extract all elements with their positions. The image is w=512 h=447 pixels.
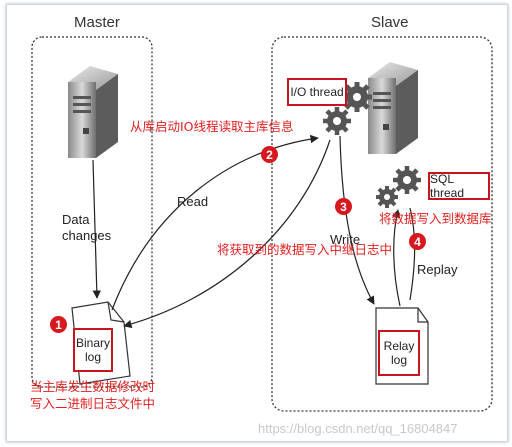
- step-badge-3: 3: [335, 198, 352, 215]
- return-arrow: [123, 139, 331, 329]
- read-arrow: [111, 134, 319, 311]
- replay-return-arrow: [409, 207, 416, 301]
- replay-label: Replay: [417, 262, 458, 277]
- relay-log-label-line2: log: [390, 353, 407, 367]
- step-badge-1: 1: [50, 316, 67, 333]
- master-container: [31, 36, 153, 388]
- annotation-master-change-line1: 当主库发生数据修改时: [30, 379, 156, 394]
- read-label: Read: [177, 194, 209, 209]
- annotation-master-change: 当主库发生数据修改时 写入二进制日志文件中: [30, 378, 155, 412]
- sql-thread-box: SQL thread: [428, 172, 490, 200]
- master-title: Master: [74, 14, 120, 31]
- relay-log-box: Relay log: [378, 330, 420, 376]
- sql-thread-gears-icon: [376, 166, 421, 208]
- data-changes-arrow: [92, 159, 101, 299]
- step-badge-4: 4: [409, 233, 426, 250]
- annotation-master-change-line2: 写入二进制日志文件中: [30, 396, 156, 411]
- io-thread-gears-icon: [323, 82, 372, 135]
- annotation-sql-write: 将数据写入到数据库: [379, 211, 492, 226]
- slave-container: [271, 36, 493, 412]
- replay-arrow: [392, 209, 401, 307]
- watermark: https://blog.csdn.net/qq_16804847: [258, 421, 458, 436]
- write-arrow: [339, 135, 375, 305]
- binary-log-label-line2: log: [84, 350, 101, 364]
- slave-server-icon: [368, 62, 418, 154]
- slave-title: Slave: [371, 14, 409, 31]
- io-thread-box: I/O thread: [287, 78, 347, 106]
- master-server-icon: [68, 66, 118, 158]
- data-changes-line2: changes: [62, 228, 112, 243]
- annotation-write-relay: 将获取到的数据写入中继日志中: [217, 242, 393, 257]
- data-changes-label: Data changes: [62, 212, 111, 244]
- relay-log-label-line1: Relay: [383, 339, 415, 353]
- write-label: Write: [330, 232, 361, 247]
- binary-log-box: Binary log: [73, 328, 113, 372]
- data-changes-line1: Data: [62, 212, 90, 227]
- binary-log-label-line1: Binary: [75, 336, 110, 350]
- step-badge-2: 2: [261, 146, 278, 163]
- annotation-io-start: 从库启动IO线程读取主库信息: [130, 119, 294, 134]
